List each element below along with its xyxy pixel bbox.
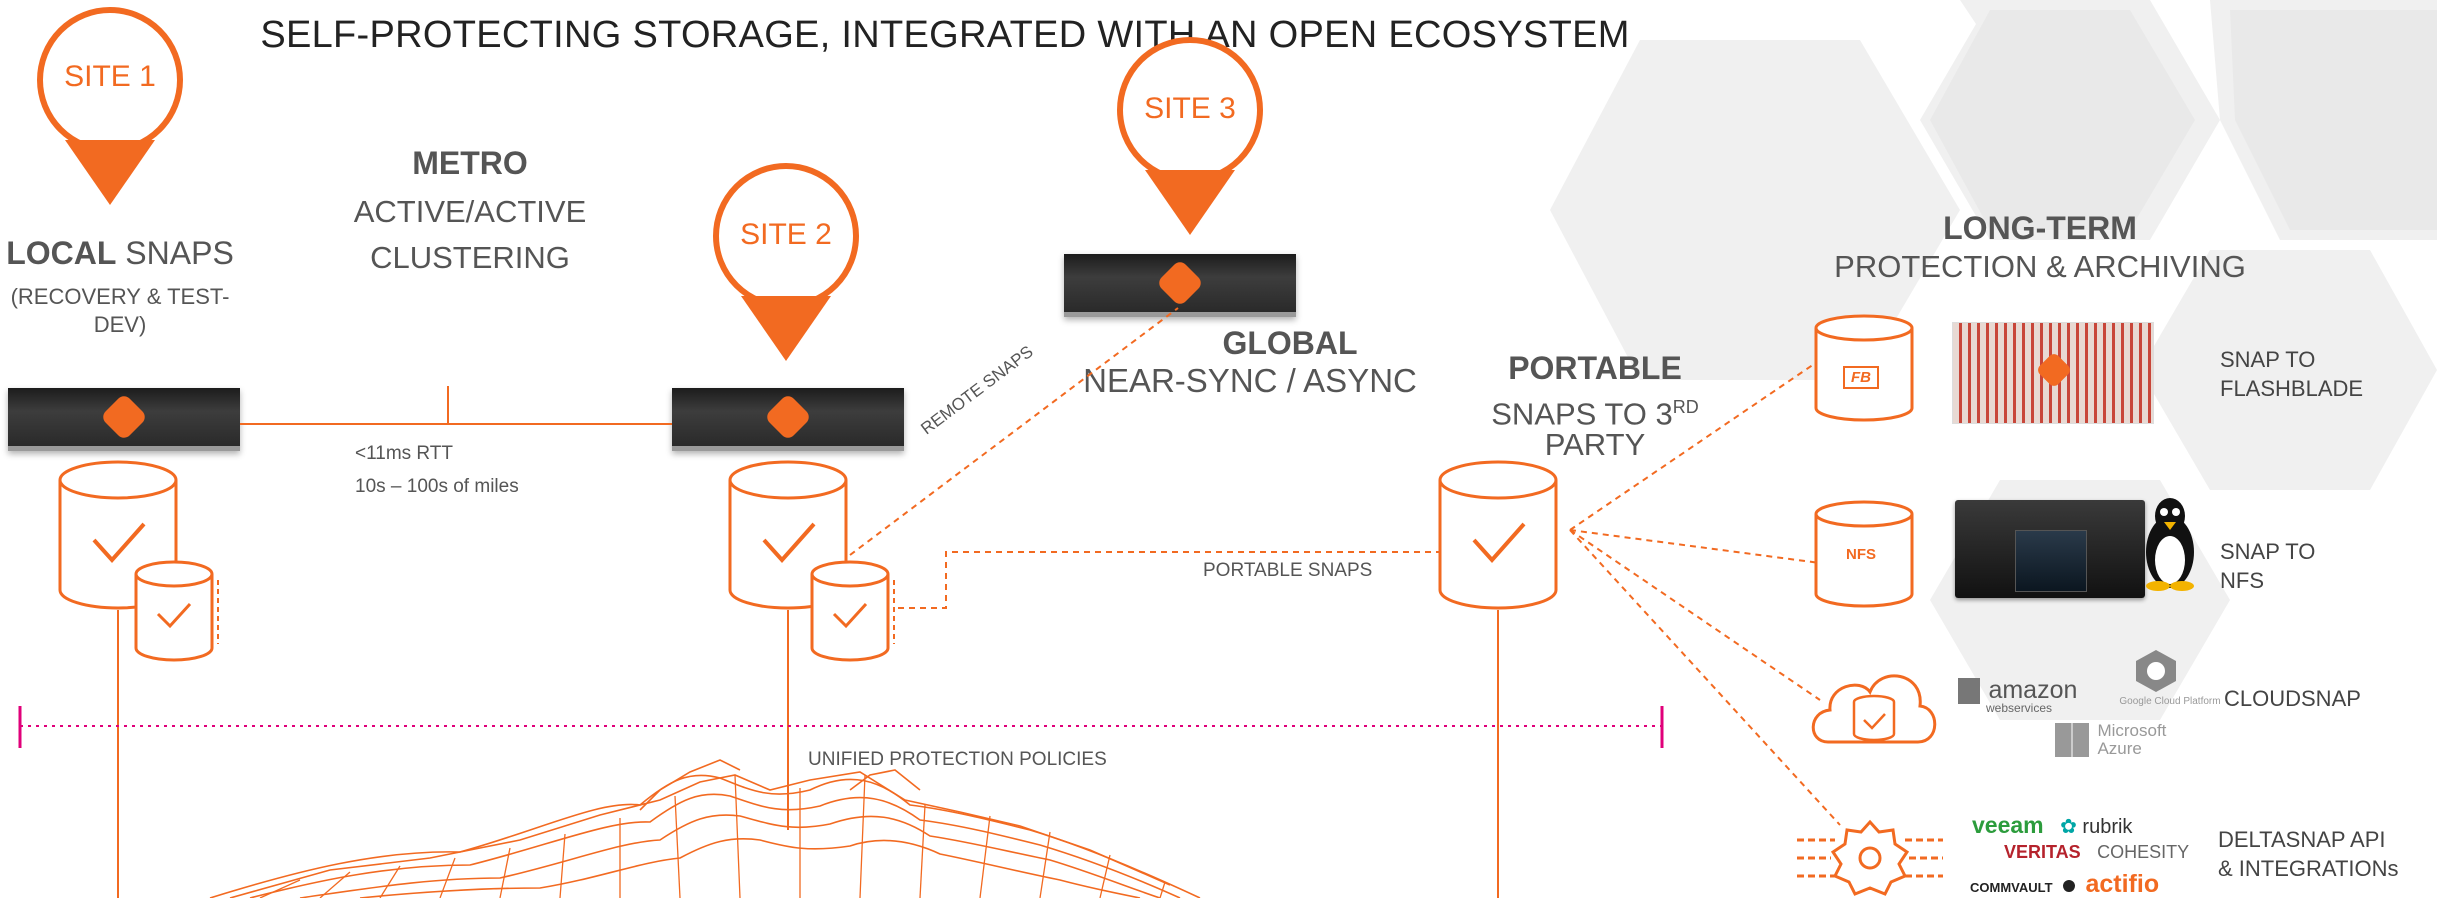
linux-penguin-icon <box>2146 498 2194 591</box>
site-3-pin-icon <box>1117 37 1263 235</box>
microsoft-text: Microsoft <box>2097 721 2167 740</box>
global-sub: NEAR-SYNC / ASYNC <box>1083 362 1417 399</box>
site-1-pin-icon <box>37 7 183 205</box>
local-bold: LOCAL <box>6 235 117 271</box>
commvault-logo: COMMVAULT <box>1970 880 2053 895</box>
flasharray-site-2 <box>672 388 904 451</box>
long-term-sub: PROTECTION & ARCHIVING <box>1834 249 2246 284</box>
flashblade-volume-icon <box>1814 314 1914 422</box>
cohesity-logo: COHESITY <box>2097 842 2190 862</box>
amazon-logo: amazon webservices <box>1958 676 2078 715</box>
gear-icon <box>1797 819 1943 896</box>
azure-text: Azure <box>2097 739 2142 758</box>
partner-logos: veeam ✿ rubrik VERITAS COHESITY COMMVAUL… <box>1958 812 2198 898</box>
amazon-text: amazon <box>1988 676 2078 704</box>
site-2-pin-icon <box>713 163 859 361</box>
target-1-line1: SNAP TO <box>2220 539 2316 564</box>
site-2-label: SITE 2 <box>740 218 832 251</box>
portable-line2: PARTY <box>1544 427 1646 462</box>
amazon-sub: webservices <box>1986 701 2053 715</box>
nfs-badge: NFS <box>1846 546 1876 563</box>
veritas-logo: VERITAS <box>2004 842 2081 862</box>
target-0-line1: SNAP TO <box>2220 347 2316 372</box>
metro-line2: CLUSTERING <box>370 240 570 275</box>
portable-line1-text: SNAPS TO 3 <box>1491 396 1673 432</box>
veeam-logo: veeam <box>1972 812 2044 838</box>
snap-to-flashblade-label: SNAP TO FLASHBLADE <box>2220 345 2363 403</box>
actifio-logo: actifio <box>2085 870 2160 898</box>
long-term-heading: LONG-TERM <box>1943 210 2137 246</box>
google-cloud-text: Google Cloud Platform <box>2119 696 2221 707</box>
flasharray-site-1 <box>8 388 240 451</box>
flashblade-appliance <box>1952 322 2154 424</box>
nfs-server-image <box>1955 500 2145 598</box>
metro-heading: METRO <box>412 145 528 181</box>
portable-line1: SNAPS TO 3RD <box>1450 388 1740 433</box>
fb-badge: FB <box>1843 366 1879 389</box>
target-3-line1: DELTASNAP API <box>2218 827 2386 852</box>
local-snaps-sub: (RECOVERY & TEST-DEV) <box>10 284 230 337</box>
site-1-label: SITE 1 <box>64 60 156 93</box>
flasharray-site-3 <box>1064 254 1296 317</box>
snap-to-nfs-label: SNAP TO NFS <box>2220 537 2315 595</box>
commvault-mark-icon <box>2063 880 2076 892</box>
microsoft-logo: Microsoft Azure <box>2055 722 2166 758</box>
cloud-volume-icon <box>1811 674 1937 744</box>
target-3-line2: & INTEGRATIONs <box>2218 856 2399 881</box>
portable-snaps-label: PORTABLE SNAPS <box>1203 560 1373 581</box>
metro-line1: ACTIVE/ACTIVE <box>353 194 587 229</box>
portable-sup: RD <box>1672 397 1699 417</box>
unified-protection-label: UNIFIED PROTECTION POLICIES <box>808 749 1107 770</box>
portable-heading: PORTABLE <box>1508 350 1682 386</box>
google-cloud-icon <box>2136 650 2176 692</box>
target-0-line2: FLASHBLADE <box>2220 376 2364 401</box>
page-title: SELF-PROTECTING STORAGE, INTEGRATED WITH… <box>260 14 1630 56</box>
metro-rtt: <11ms RTT <box>355 443 454 464</box>
site-3-label: SITE 3 <box>1144 92 1236 125</box>
metro-distance: 10s – 100s of miles <box>355 476 519 497</box>
local-snaps-heading: LOCAL SNAPS <box>0 235 240 272</box>
rubrik-text: rubrik <box>2082 816 2133 838</box>
rubrik-logo: ✿ rubrik <box>2060 816 2133 838</box>
nfs-volume-icon <box>1814 500 1914 608</box>
target-1-line2: NFS <box>2220 568 2264 593</box>
local-rest: SNAPS <box>116 235 234 271</box>
deltasnap-label: DELTASNAP API & INTEGRATIONs <box>2218 825 2399 883</box>
global-heading: GLOBAL <box>1222 325 1358 361</box>
cloudsnap-label: CLOUDSNAP <box>2224 686 2361 711</box>
